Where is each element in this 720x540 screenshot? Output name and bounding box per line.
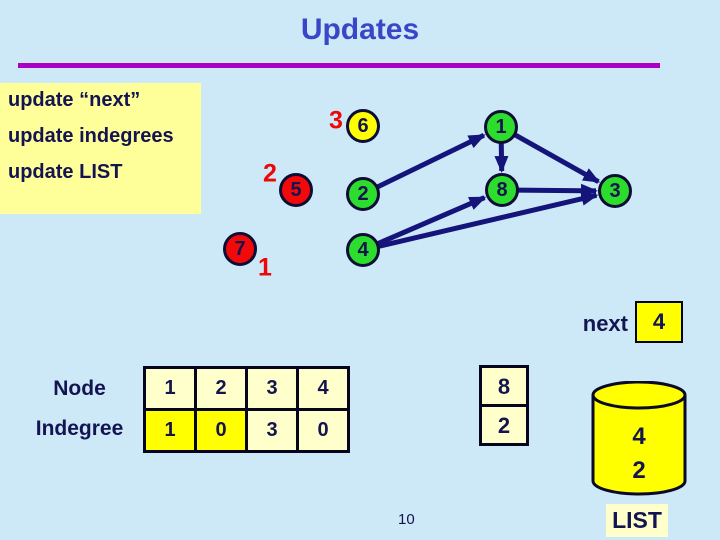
graph-node-7: 7 bbox=[223, 232, 257, 266]
indegree-cell-highlighted: 1 bbox=[143, 408, 197, 453]
queue-cell: 8 bbox=[479, 365, 529, 407]
node-row-label: Node bbox=[53, 377, 106, 400]
graph-node-5: 5 bbox=[279, 173, 313, 207]
list-value: 4 bbox=[632, 423, 646, 450]
indegree-counter-node-7: 1 bbox=[258, 253, 272, 282]
node-id-cell: 3 bbox=[245, 366, 299, 411]
indegree-counter-node-5: 2 bbox=[263, 159, 277, 188]
next-value: 4 bbox=[652, 309, 666, 334]
indegree-cell-highlighted: 0 bbox=[194, 408, 248, 453]
graph-edge-4-to-3 bbox=[378, 191, 599, 249]
cylinder-shape bbox=[591, 380, 687, 496]
graph-edge-4-to-8 bbox=[376, 195, 487, 246]
next-queue-stack: 8 2 bbox=[479, 365, 529, 446]
page-number: 10 bbox=[398, 511, 415, 528]
graph-node-3: 3 bbox=[598, 174, 632, 208]
list-label-text: LIST bbox=[612, 507, 662, 533]
node-id-cell: 4 bbox=[296, 366, 350, 411]
title-divider bbox=[18, 63, 660, 68]
list-cylinder: 4 2 bbox=[591, 380, 687, 499]
indegree-table: 1 2 3 4 1 0 3 0 bbox=[143, 366, 350, 453]
graph-node-1: 1 bbox=[484, 110, 518, 144]
note-line-update-next: update “next” bbox=[8, 89, 141, 111]
indegree-cell: 0 bbox=[296, 408, 350, 453]
list-label: LIST bbox=[606, 504, 668, 537]
next-label: next bbox=[582, 311, 628, 336]
queue-cell: 2 bbox=[479, 404, 529, 446]
graph-node-2: 2 bbox=[346, 177, 380, 211]
note-line-update-indegrees: update indegrees bbox=[8, 125, 174, 147]
table-row-node-ids: 1 2 3 4 bbox=[143, 366, 350, 411]
indegree-row-label: Indegree bbox=[35, 417, 124, 440]
node-id-cell: 2 bbox=[194, 366, 248, 411]
graph-node-6: 6 bbox=[346, 109, 380, 143]
graph-edge-8-to-3 bbox=[517, 183, 599, 198]
indegree-cell: 3 bbox=[245, 408, 299, 453]
graph-node-4: 4 bbox=[346, 233, 380, 267]
indegree-counter-node-6: 3 bbox=[329, 106, 343, 135]
graph-edge-2-to-1 bbox=[376, 133, 486, 190]
node-id-cell: 1 bbox=[143, 366, 197, 411]
graph-edge-1-to-3 bbox=[513, 132, 601, 184]
notes-box: update “next” update indegrees update LI… bbox=[0, 83, 201, 214]
list-value: 2 bbox=[632, 457, 646, 484]
table-row-indegrees: 1 0 3 0 bbox=[143, 408, 350, 453]
note-line-update-list: update LIST bbox=[8, 161, 123, 183]
next-value-box: 4 bbox=[635, 301, 683, 343]
slide-title: Updates bbox=[300, 13, 420, 46]
graph-node-8: 8 bbox=[485, 173, 519, 207]
